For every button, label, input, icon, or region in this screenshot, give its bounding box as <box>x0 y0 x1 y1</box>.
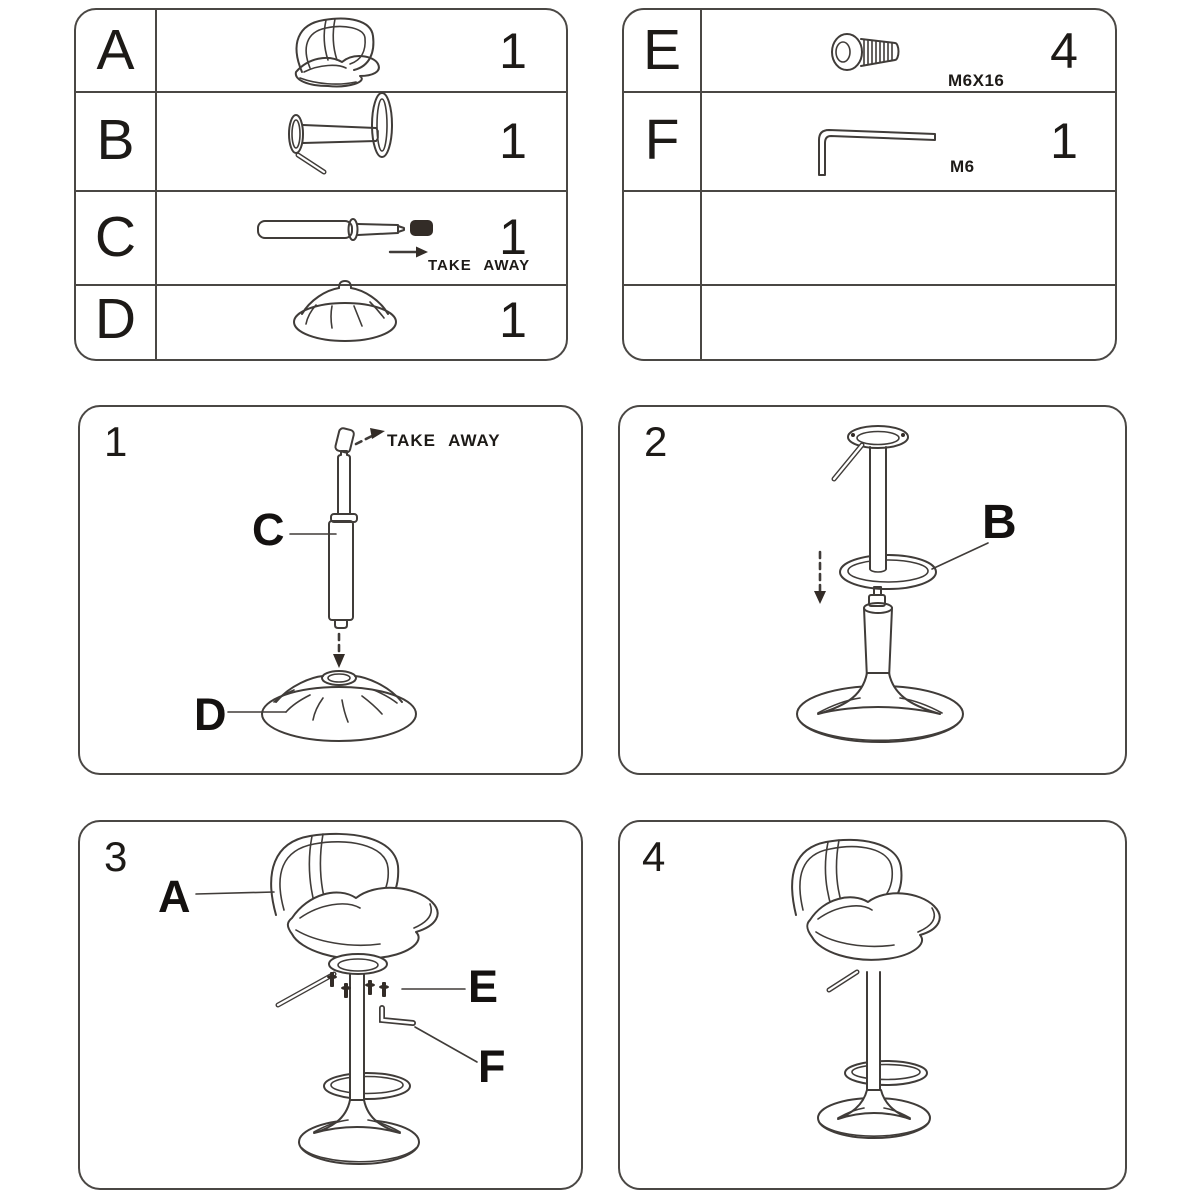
part-f-leader-line <box>415 1027 477 1062</box>
part-f-label-cell: F <box>624 91 700 190</box>
assembled-seat-icon <box>792 840 940 960</box>
step-1-panel: 1 TAKE AWAY C D <box>78 405 583 775</box>
step-1-take-away-label: TAKE AWAY <box>387 431 501 450</box>
screws-icon <box>327 972 389 998</box>
pole-footrest-icon <box>289 93 392 172</box>
pole-icon <box>870 447 886 572</box>
step-1-number: 1 <box>104 418 128 465</box>
down-arrow-icon <box>814 552 826 604</box>
step-4-number: 4 <box>642 833 666 880</box>
part-b-label-cell: B <box>76 91 155 190</box>
table-left-row-divider-2 <box>76 190 566 192</box>
table-right-row-divider-3 <box>624 284 1115 286</box>
step-3-part-e-label: E <box>468 961 499 1012</box>
part-c-qty: 1 <box>499 209 527 265</box>
part-e-qty-cell: 4 <box>1029 10 1099 91</box>
step-2-drawing <box>620 407 1121 769</box>
part-a-label-cell: A <box>76 10 155 91</box>
part-a-letter: A <box>96 18 135 82</box>
gas-lift-icon <box>258 219 404 240</box>
base-icon <box>797 673 963 742</box>
step-2-panel: 2 B <box>618 405 1127 775</box>
part-e-letter: E <box>642 18 682 82</box>
base-icon <box>818 1090 930 1138</box>
part-a-qty-cell: 1 <box>478 10 548 91</box>
step-1-drawing <box>80 407 577 769</box>
allen-key-icon <box>819 130 935 175</box>
part-d-qty: 1 <box>499 291 527 348</box>
step-1-part-d-label: D <box>194 689 227 740</box>
gas-lift-icon <box>329 451 357 628</box>
plastic-cap-icon <box>410 220 433 236</box>
step-2-number: 2 <box>644 418 668 465</box>
table-right-row-divider-2 <box>624 190 1115 192</box>
step-3-number: 3 <box>104 833 128 880</box>
allen-key-spec-label: M6 <box>950 157 975 176</box>
parts-table-left-icons <box>76 10 433 355</box>
part-b-qty: 1 <box>499 112 527 169</box>
part-f-qty-cell: 1 <box>1029 91 1099 190</box>
part-b-leader-line <box>932 543 988 569</box>
table-right-row-divider-1 <box>624 91 1115 93</box>
seat-icon <box>296 19 379 87</box>
table-left-column-divider <box>155 10 157 359</box>
parts-table-right-icons <box>624 10 1111 355</box>
footrest-ring-icon <box>840 555 936 589</box>
part-f-letter: F <box>644 108 680 172</box>
part-c-qty-cell: 1 <box>478 190 548 284</box>
step-4-drawing <box>620 822 1121 1184</box>
seat-plate-icon <box>848 426 908 448</box>
part-b-qty-cell: 1 <box>478 91 548 190</box>
step-2-part-b-label: B <box>982 496 1017 549</box>
footrest-ring-icon <box>845 1061 927 1085</box>
base-icon <box>294 281 396 341</box>
part-f-qty: 1 <box>1050 112 1078 169</box>
part-d-label-cell: D <box>76 284 155 355</box>
part-c-letter: C <box>94 204 137 269</box>
part-a-qty: 1 <box>499 22 527 79</box>
lever-icon <box>278 974 334 1005</box>
part-e-qty: 4 <box>1050 22 1078 79</box>
lever-icon <box>829 972 857 990</box>
seat-icon <box>271 834 437 959</box>
parts-table-left: A B C D 1 1 1 1 TAKE AWAY <box>74 8 568 361</box>
part-a-leader-line <box>196 892 274 894</box>
pole-icon <box>350 974 364 1112</box>
part-e-label-cell: E <box>624 10 700 91</box>
plastic-cap-icon <box>335 427 355 453</box>
table-right-column-divider <box>700 10 702 359</box>
take-away-note: TAKE AWAY <box>428 257 531 274</box>
arrow-right-icon <box>390 246 428 258</box>
screw-icon <box>832 34 898 70</box>
step-1-part-c-label: C <box>252 504 285 555</box>
footrest-ring-icon <box>324 1073 410 1099</box>
screw-spec-label: M6X16 <box>948 71 1005 90</box>
table-left-row-divider-3 <box>76 284 566 286</box>
gas-lift-in-base-icon <box>864 587 892 679</box>
step-3-panel: 3 A E F <box>78 820 583 1190</box>
seat-plate-icon <box>329 954 387 974</box>
table-left-row-divider-1 <box>76 91 566 93</box>
lever-icon <box>834 445 862 479</box>
part-d-qty-cell: 1 <box>478 284 548 355</box>
take-away-arrow-icon <box>356 428 385 444</box>
pole-icon <box>867 972 880 1102</box>
parts-table-right: E F 4 1 M6X16 M6 <box>622 8 1117 361</box>
down-arrow-icon <box>333 634 345 668</box>
step-3-part-f-label: F <box>478 1041 506 1092</box>
allen-key-icon <box>382 1008 413 1023</box>
step-3-drawing <box>80 822 577 1184</box>
base-icon <box>299 1100 419 1164</box>
part-d-letter: D <box>94 287 137 351</box>
part-b-letter: B <box>96 108 135 172</box>
step-4-panel: 4 <box>618 820 1127 1190</box>
part-c-label-cell: C <box>76 190 155 284</box>
step-3-part-a-label: A <box>158 871 191 922</box>
base-icon <box>262 671 416 741</box>
